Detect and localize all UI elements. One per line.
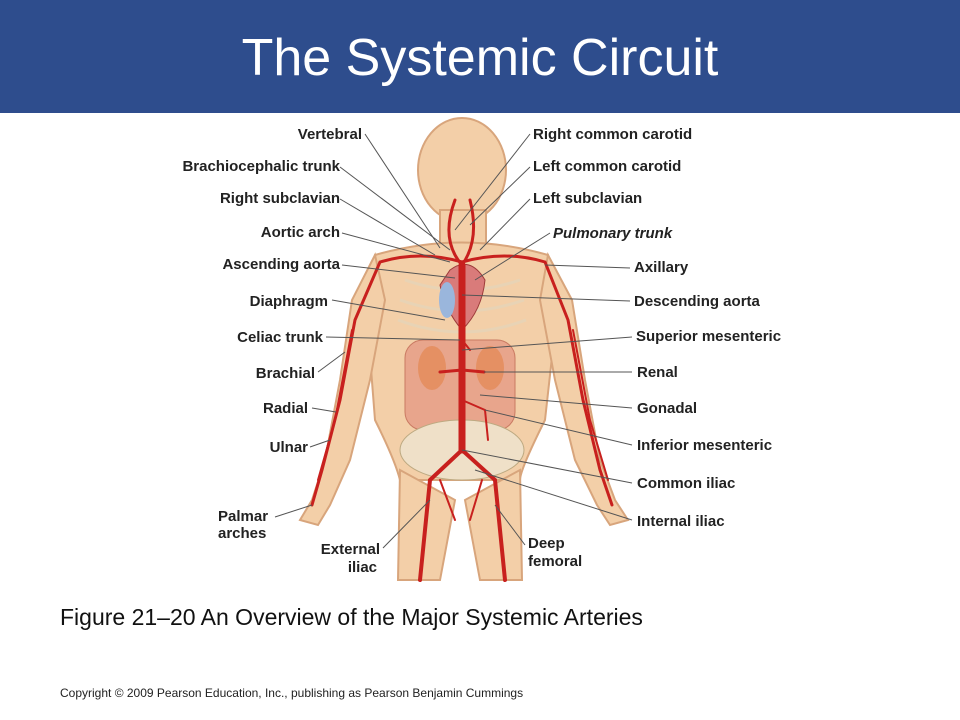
- label-aortic-arch: Aortic arch: [260, 224, 340, 241]
- arterial-diagram: Vertebral Brachiocephalic trunk Right su…: [0, 113, 960, 593]
- label-superior-mesenteric: Superior mesenteric: [636, 328, 782, 345]
- label-external-iliac-line2: iliac: [347, 559, 377, 576]
- leader-lines-right: [454, 133, 633, 546]
- title-bar: [0, 0, 960, 113]
- label-left-common-carotid: Left common carotid: [533, 158, 682, 175]
- label-radial: Radial: [262, 400, 308, 417]
- label-palmar-arches-line1: Palmar: [218, 508, 269, 525]
- label-ascending-aorta: Ascending aorta: [222, 256, 340, 273]
- label-deep-femoral-line1: Deep: [528, 535, 565, 552]
- label-common-iliac: Common iliac: [637, 475, 736, 492]
- label-external-iliac-line1: External: [320, 541, 380, 558]
- label-internal-iliac: Internal iliac: [637, 513, 725, 530]
- label-inferior-mesenteric: Inferior mesenteric: [637, 437, 773, 454]
- leader-lines-left: [274, 133, 461, 549]
- slide-title: The Systemic Circuit: [241, 29, 719, 87]
- label-ulnar: Ulnar: [269, 439, 308, 456]
- label-right-common-carotid: Right common carotid: [533, 126, 693, 143]
- kidney-left: [476, 346, 504, 390]
- label-palmar-arches-line2: arches: [218, 525, 267, 542]
- label-left-subclavian: Left subclavian: [533, 190, 643, 207]
- body-illustration: [274, 117, 633, 582]
- figure-caption: Figure 21–20 An Overview of the Major Sy…: [60, 604, 643, 630]
- label-axillary: Axillary: [634, 259, 689, 276]
- label-deep-femoral-line2: femoral: [528, 553, 583, 570]
- label-vertebral: Vertebral: [297, 126, 362, 143]
- label-diaphragm: Diaphragm: [249, 293, 328, 310]
- label-pulmonary-trunk: Pulmonary trunk: [553, 225, 673, 242]
- lung-edge: [439, 282, 455, 318]
- label-gonadal: Gonadal: [637, 400, 698, 417]
- label-brachiocephalic-trunk: Brachiocephalic trunk: [182, 158, 340, 175]
- label-right-subclavian: Right subclavian: [219, 190, 340, 207]
- label-descending-aorta: Descending aorta: [634, 293, 760, 310]
- label-celiac-trunk: Celiac trunk: [237, 329, 323, 346]
- label-brachial: Brachial: [255, 365, 315, 382]
- kidney-right: [418, 346, 446, 390]
- label-renal: Renal: [637, 364, 678, 381]
- copyright-notice: Copyright © 2009 Pearson Education, Inc.…: [60, 686, 524, 700]
